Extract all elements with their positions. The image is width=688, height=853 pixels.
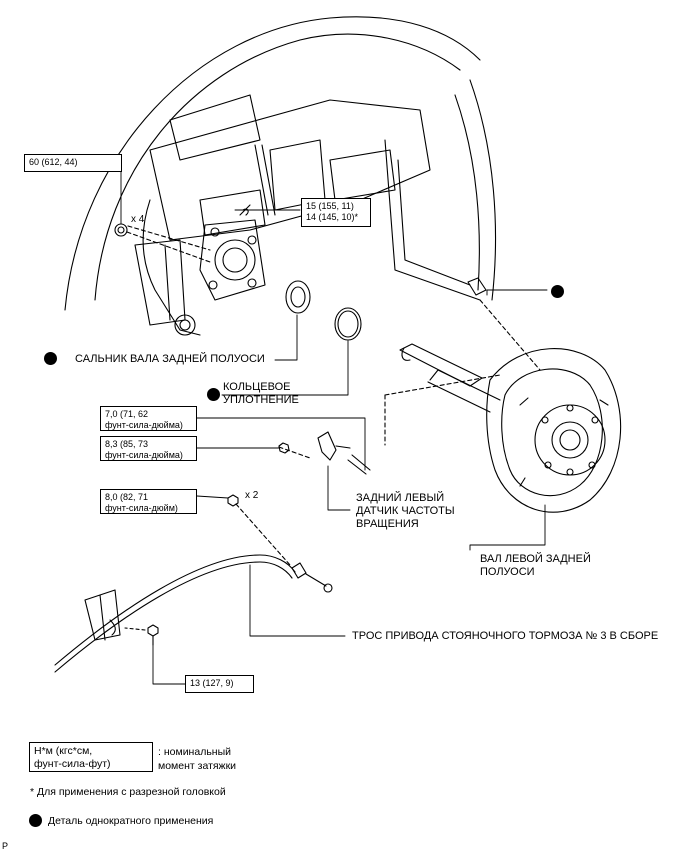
label-axle-line1: ВАЛ ЛЕВОЙ ЗАДНЕЙ <box>480 553 591 565</box>
leader-lines <box>120 171 548 685</box>
torque-value-14: 14 (145, 10)* <box>306 212 359 222</box>
label-o-ring-line1: КОЛЬЦЕВОЕ <box>223 381 291 393</box>
torque-unit: фунт-сила-дюйма) <box>105 420 183 430</box>
label-speed-sensor-line2: ДАТЧИК ЧАСТОТЫ <box>356 505 455 517</box>
torque-value: 8,0 (82, 71 <box>105 492 149 502</box>
non-reusable-dot-clip <box>551 285 564 298</box>
legend-non-reusable-dot <box>29 814 42 827</box>
torque-value-15: 15 (155, 11) <box>306 201 354 211</box>
torque-box-7-0: 7,0 (71, 62 фунт-сила-дюйма) <box>100 406 197 431</box>
label-speed-sensor-line1: ЗАДНИЙ ЛЕВЫЙ <box>356 492 445 504</box>
legend-footnote: * Для применения с разрезной головкой <box>30 786 226 798</box>
non-reusable-dot-oil-seal <box>44 352 57 365</box>
legend-non-reusable-text: Деталь однократного применения <box>48 815 214 827</box>
torque-box-60: 60 (612, 44) <box>24 154 122 172</box>
legend-unit-line2: фунт-сила-фут) <box>34 758 111 770</box>
multiplier-x4: x 4 <box>131 214 145 225</box>
torque-box-8-3: 8,3 (85, 73 фунт-сила-дюйма) <box>100 436 197 461</box>
torque-value: 7,0 (71, 62 <box>105 409 149 419</box>
non-reusable-dot-o-ring <box>207 388 220 401</box>
suspension-frame <box>114 94 431 336</box>
label-axle-line2: ПОЛУОСИ <box>480 566 535 578</box>
torque-value: 8,3 (85, 73 <box>105 439 149 449</box>
o-ring-drawing <box>334 307 362 341</box>
torque-box-8-0: 8,0 (82, 71 фунт-сила-дюйм) <box>100 489 197 514</box>
torque-value: 60 (612, 44) <box>29 157 78 167</box>
label-o-ring-line2: УПЛОТНЕНИЕ <box>223 394 299 406</box>
parking-cable-drawing <box>54 554 333 673</box>
bolt-x2-drawing <box>227 494 291 566</box>
label-oil-seal: САЛЬНИК ВАЛА ЗАДНЕЙ ПОЛУОСИ <box>75 353 265 365</box>
legend-unit-desc2: момент затяжки <box>158 760 237 772</box>
torque-box-13: 13 (127, 9) <box>185 675 254 693</box>
speed-sensor-drawing <box>278 431 371 475</box>
torque-value: 13 (127, 9) <box>190 678 234 688</box>
label-parking-cable: ТРОС ПРИВОДА СТОЯНОЧНОГО ТОРМОЗА № 3 В С… <box>352 630 659 642</box>
legend-unit-line1: Н*м (кгс*см, <box>34 745 93 757</box>
legend-unit-desc1: : номинальный <box>158 746 232 758</box>
torque-unit: фунт-сила-дюйма) <box>105 450 183 460</box>
label-speed-sensor-line3: ВРАЩЕНИЯ <box>356 518 419 530</box>
clip-drawing <box>467 277 487 296</box>
multiplier-x2: x 2 <box>245 490 259 501</box>
wheel-well-outline <box>64 16 497 311</box>
torque-unit: фунт-сила-дюйм) <box>105 503 178 513</box>
axle-shaft-drawing <box>399 343 622 513</box>
legend-unit-box: Н*м (кгс*см, фунт-сила-фут) <box>29 742 153 772</box>
oil-seal-drawing <box>285 280 311 314</box>
page-code: P <box>2 841 9 851</box>
torque-box-15-14: 15 (155, 11) 14 (145, 10)* <box>301 198 371 227</box>
